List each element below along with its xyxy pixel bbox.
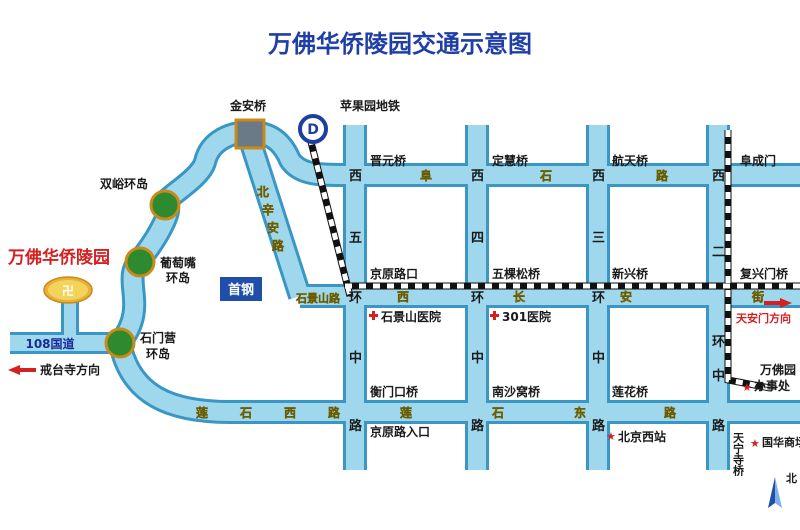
- label-hospital-301: 301医院: [502, 309, 551, 324]
- west5-ring-label: 西 五 环 中 路: [349, 169, 363, 434]
- lianshi-east-char-4: 路: [664, 405, 677, 420]
- label-guohua-market: 国华商场: [762, 435, 800, 449]
- label-hangtian-bridge: 航天桥: [612, 153, 649, 168]
- label-dinghui-bridge: 定慧桥: [492, 153, 529, 168]
- cemetery-name: 万佛华侨陵园: [7, 247, 110, 268]
- jinan-bridge-marker: [234, 118, 266, 150]
- west3-char-2: 三: [592, 231, 605, 246]
- changan-char-1: 西: [397, 290, 409, 304]
- west4-char-4: 中: [471, 350, 484, 366]
- label-shougang: 首钢: [228, 282, 254, 298]
- west4-ring-label: 西 四 环 中 路: [471, 169, 485, 434]
- label-jingyuan-rukou: 京原路入口: [370, 424, 430, 439]
- putaozui-roundabout-icon: [124, 246, 156, 278]
- label-shuangyu: 双峪环岛: [100, 176, 148, 191]
- label-nanshawo-bridge: 南沙窝桥: [492, 384, 541, 399]
- west4-char-2: 四: [471, 231, 484, 246]
- west4-char-3: 环: [471, 291, 484, 306]
- hospital-cross-icon: [369, 311, 378, 320]
- changan-char-4: 街: [751, 289, 764, 304]
- west5-char-4: 中: [349, 350, 362, 366]
- beixinan-char-3: 安: [267, 220, 279, 235]
- north-arrow-icon: [768, 477, 782, 508]
- west5-char-2: 五: [349, 231, 362, 246]
- label-xinxing-bridge: 新兴桥: [612, 266, 649, 281]
- lianshi-west-char-1: 莲: [196, 405, 208, 420]
- west2-char-5: 路: [712, 418, 726, 434]
- west2-char-1: 西: [712, 169, 725, 184]
- west2-char-4: 中: [712, 368, 725, 384]
- label-tianning-col: 天宁寺桥: [732, 432, 745, 477]
- label-wanfoyuan-1: 万佛园: [759, 362, 796, 377]
- lianshi-east-char-3: 东: [574, 405, 586, 420]
- label-north: 北: [786, 471, 797, 485]
- label-108-guodao: 108国道: [25, 336, 74, 351]
- west2-char-3: 环: [712, 335, 725, 350]
- label-shimenying-2: 环岛: [146, 346, 170, 361]
- shougang-box: [220, 277, 262, 301]
- label-jinyuan-bridge: 晋元桥: [370, 153, 407, 168]
- label-hengmenkou-bridge: 衡门口桥: [370, 384, 419, 399]
- west4-char-5: 路: [471, 418, 485, 434]
- label-jingyuan-lukou: 京原路口: [370, 266, 418, 281]
- west3-char-4: 中: [592, 350, 605, 366]
- label-fuxingmen-bridge: 复兴门桥: [739, 266, 789, 281]
- lianshi-west-char-2: 石: [239, 406, 252, 420]
- label-tiananmen: 天安门方向: [736, 311, 791, 325]
- west2-char-2: 二: [712, 245, 725, 260]
- lianshi-east-char-1: 莲: [400, 405, 412, 420]
- fushi-road-char-2: 石: [539, 169, 552, 183]
- fushi-road-char-1: 阜: [420, 168, 432, 183]
- label-jietaisi: 戒台寺方向: [40, 362, 100, 377]
- rail-lines: [306, 130, 800, 392]
- label-pingguoyuan-metro: 苹果园地铁: [340, 98, 400, 113]
- beixinan-char-1: 北: [257, 184, 269, 199]
- west3-char-1: 西: [592, 169, 605, 184]
- label-fuchengmen: 阜成门: [740, 153, 776, 168]
- shimenying-roundabout-icon: [104, 327, 136, 359]
- lianshi-east-char-2: 石: [491, 406, 504, 420]
- label-shijingshan-road: 石景山路: [295, 291, 341, 305]
- label-putaozui-2: 环岛: [166, 270, 190, 285]
- label-jinan-bridge: 金安桥: [229, 98, 267, 113]
- beixinan-char-4: 路: [272, 238, 285, 253]
- station-star-icon: ★: [606, 430, 616, 443]
- label-shijingshan-hospital: 石景山医院: [380, 309, 441, 324]
- changan-char-3: 安: [620, 289, 632, 304]
- west2-ring-label: 西 二 环 中 路: [712, 169, 726, 434]
- shuangyu-roundabout-icon: [149, 189, 181, 221]
- changan-char-2: 长: [513, 289, 526, 304]
- label-lianhua-bridge: 莲花桥: [612, 384, 649, 399]
- beixinan-char-2: 辛: [262, 202, 274, 217]
- arrow-right-icon: [764, 298, 792, 308]
- market-star-icon: ★: [750, 437, 760, 450]
- metro-icon-letter: D: [307, 122, 319, 138]
- west4-char-1: 西: [471, 169, 484, 184]
- hospital-cross-icon-301: [490, 311, 499, 320]
- lianshi-west-char-4: 路: [328, 405, 341, 420]
- interchange-markers: [104, 189, 181, 359]
- label-shimenying-1: 石门营: [139, 330, 176, 345]
- west5-char-5: 路: [349, 418, 363, 434]
- cemetery-logo: 卍: [43, 276, 93, 304]
- west3-char-3: 环: [592, 291, 605, 306]
- label-wanfoyuan-2: 办事处: [754, 378, 791, 393]
- beixinan-road-label: 北 辛 安 路: [257, 184, 285, 253]
- west3-ring-label: 西 三 环 中 路: [592, 169, 606, 434]
- label-putaozui-1: 葡萄嘴: [159, 255, 196, 270]
- road-network: [10, 123, 800, 470]
- metro-icon: D: [298, 114, 328, 144]
- arrow-left-icon: [8, 365, 36, 375]
- office-star-icon: ★: [742, 381, 752, 394]
- label-wukesong-bridge: 五棵松桥: [492, 266, 541, 281]
- map-title: 万佛华侨陵园交通示意图: [268, 30, 532, 58]
- west5-char-1: 西: [349, 169, 362, 184]
- west5-char-3: 环: [349, 291, 362, 306]
- label-beijing-west: 北京西站: [618, 429, 666, 444]
- svg-text:卍: 卍: [62, 284, 74, 298]
- fushi-road-char-3: 路: [656, 168, 669, 183]
- lianshi-west-char-3: 西: [284, 406, 296, 420]
- west3-char-5: 路: [592, 418, 606, 434]
